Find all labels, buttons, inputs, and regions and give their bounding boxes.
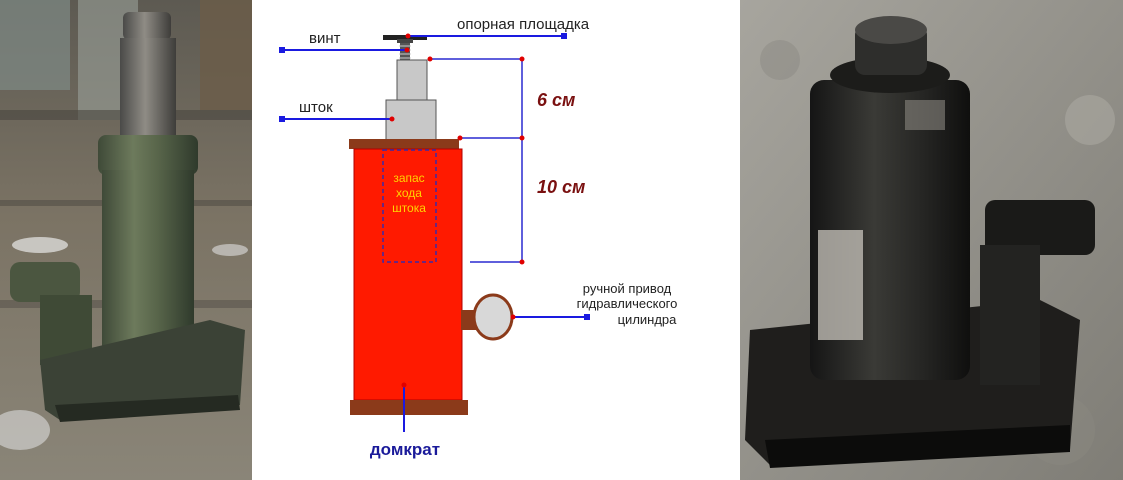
right-jack-photo bbox=[740, 0, 1123, 480]
jack-base bbox=[350, 400, 468, 415]
label-screw: винт bbox=[309, 30, 341, 47]
rod bbox=[385, 99, 437, 141]
label-reserve-3: штока bbox=[392, 201, 426, 215]
label-reserve-1: запас bbox=[393, 171, 424, 185]
support-pad-hub bbox=[397, 39, 413, 43]
label-handle-2: гидравлического bbox=[577, 296, 678, 311]
rod-reserve-box bbox=[382, 149, 437, 263]
green-jack-illustration bbox=[0, 0, 252, 480]
label-handle-1: ручной привод bbox=[583, 281, 672, 296]
label-reserve-2: хода bbox=[396, 186, 422, 200]
cylinder-body bbox=[353, 148, 463, 401]
label-jack: домкрат bbox=[370, 440, 440, 459]
jack-diagram: винт опорная площадка шток 6 см 10 см за… bbox=[252, 0, 740, 480]
label-support-pad: опорная площадка bbox=[457, 16, 590, 33]
handle-knob bbox=[472, 293, 514, 341]
upper-rod bbox=[396, 59, 428, 101]
black-jack-illustration bbox=[740, 0, 1123, 480]
label-rod: шток bbox=[299, 99, 333, 116]
label-dim-lower: 10 см bbox=[537, 177, 585, 197]
label-dim-upper: 6 см bbox=[537, 90, 575, 110]
label-handle-3: цилиндра bbox=[618, 312, 678, 327]
left-jack-photo bbox=[0, 0, 252, 480]
jack-schematic: винт опорная площадка шток 6 см 10 см за… bbox=[279, 16, 678, 459]
support-pad-plate bbox=[383, 35, 427, 40]
cylinder-top-cap bbox=[349, 139, 459, 149]
screw-thread bbox=[400, 43, 410, 61]
